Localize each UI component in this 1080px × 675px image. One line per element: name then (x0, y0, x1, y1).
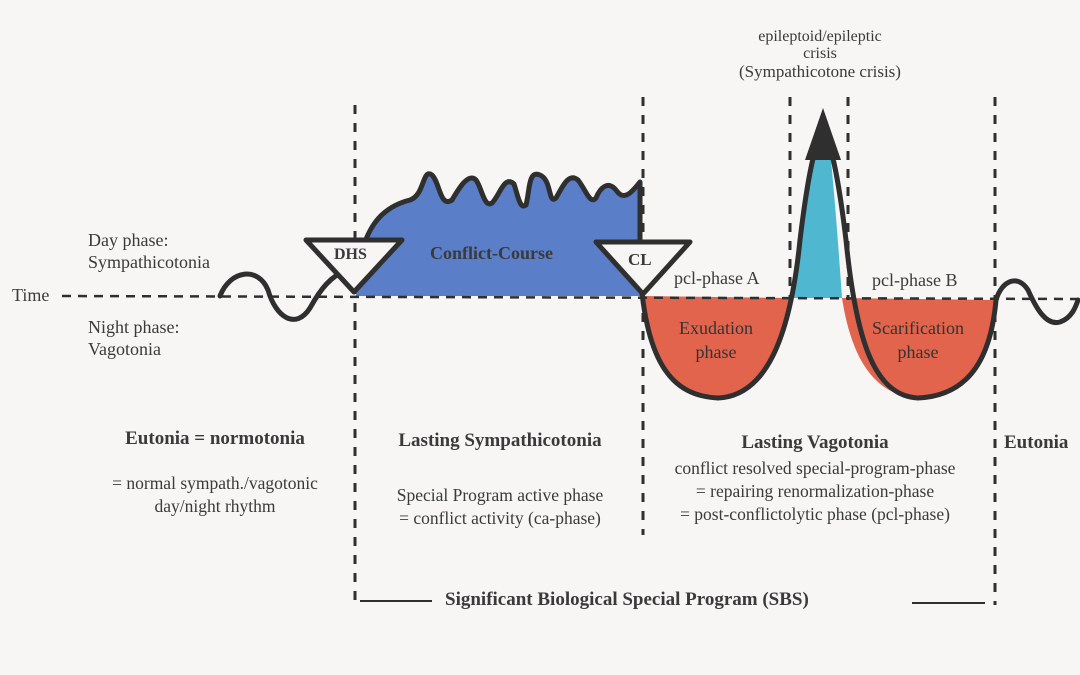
vagotonia-description: conflict resolved special-program-phase … (655, 457, 975, 526)
time-axis-line (61, 294, 1079, 301)
night-phase-label: Night phase: Vagotonia (88, 316, 180, 360)
day-phase-label: Day phase: Sympathicotonia (88, 229, 210, 273)
sympathicotonia-title: Lasting Sympathicotonia (398, 430, 602, 451)
exudation-phase-area (642, 296, 792, 398)
conflict-course-area (356, 173, 640, 296)
sympathicotonia-description: Special Program active phase = conflict … (365, 484, 635, 530)
crisis-line2: crisis (803, 45, 837, 62)
crisis-label: epileptoid/epileptic crisis (Sympathicot… (710, 28, 930, 82)
eutonia-wave-right (993, 278, 1080, 325)
night-phase-line2: Vagotonia (88, 339, 161, 359)
vagotonia-curve (637, 145, 999, 401)
vago-desc-line3: = post-conflictolytic phase (pcl-phase) (680, 504, 950, 524)
eutonia-description: = normal sympath./vagotonic day/night rh… (80, 472, 350, 518)
cl-label: CL (628, 250, 652, 269)
vago-desc-line2: = repairing renormalization-phase (695, 481, 935, 501)
eutonia-title: Eutonia = normotonia (125, 428, 305, 449)
vago-desc-line1: conflict resolved special-program-phase (674, 458, 956, 478)
exudation-line1: Exudation (679, 318, 753, 338)
exudation-line2: phase (695, 342, 737, 362)
time-label: Time (12, 285, 50, 305)
dhs-triangle (303, 237, 405, 295)
day-phase-line1: Day phase: (88, 230, 169, 250)
symp-desc-line2: = conflict activity (ca-phase) (399, 508, 601, 528)
eutonia-desc-line2: day/night rhythm (154, 496, 276, 516)
exudation-phase-label: Exudation phase (660, 316, 772, 364)
scarification-line2: phase (897, 342, 939, 362)
eutonia-desc-line1: = normal sympath./vagotonic (112, 473, 318, 493)
crisis-spike-area (792, 150, 842, 298)
crisis-line3: (Sympathicotone crisis) (739, 62, 901, 81)
conflict-course-outline (355, 171, 643, 271)
scarification-phase-label: Scarification phase (858, 316, 978, 364)
scarification-line1: Scarification (872, 318, 964, 338)
vagotonia-title: Lasting Vagotonia (741, 432, 889, 453)
sbs-label: Significant Biological Special Program (… (445, 589, 809, 610)
cl-triangle (593, 239, 693, 297)
crisis-line1: epileptoid/epileptic (758, 28, 882, 45)
day-phase-line2: Sympathicotonia (88, 252, 210, 272)
crisis-arrow-head (805, 108, 841, 160)
eutonia-right-label: Eutonia (1004, 432, 1069, 453)
eutonia-wave-left (217, 265, 353, 322)
conflict-course-label: Conflict-Course (430, 243, 553, 263)
pcl-phase-b-label: pcl-phase B (872, 270, 958, 290)
night-phase-line1: Night phase: (88, 317, 180, 337)
symp-desc-line1: Special Program active phase (396, 485, 604, 505)
dhs-label: DHS (334, 246, 367, 263)
pcl-phase-a-label: pcl-phase A (674, 268, 760, 288)
